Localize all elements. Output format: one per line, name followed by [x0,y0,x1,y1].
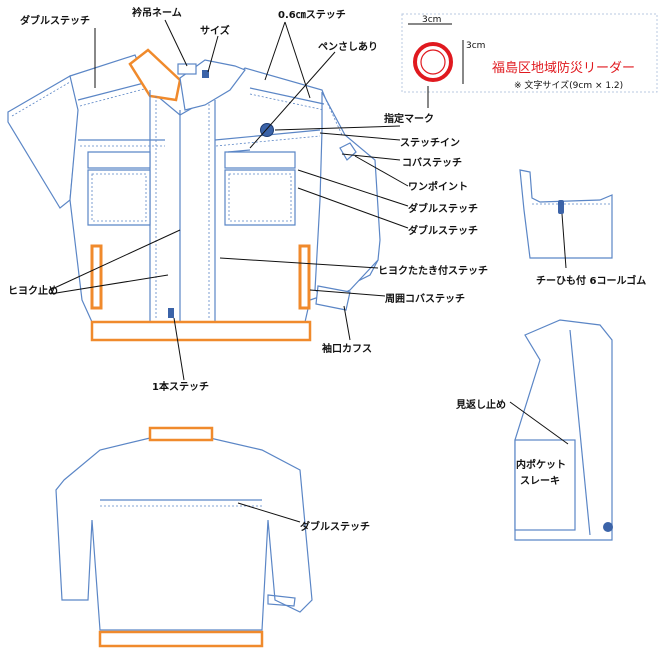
label-hanger-name: 衿吊ネーム [132,6,182,19]
left-pocket [87,169,151,226]
front-left-sleeve-stitch [11,81,71,117]
back-jacket-view [55,426,313,648]
mark-width-label: 3cm [422,15,441,25]
label-double-stitch-1: ダブルステッチ [408,202,478,215]
waist-cord [558,200,564,214]
mark-spec: 3cm 3cm 福島区地域防災リーダー ※ 文字サイズ(9cm × 1.2) [401,13,658,93]
hanger-name-tag [177,63,197,75]
label-size: サイズ [200,24,230,37]
label-inner-pocket-1: 内ポケット [516,458,566,471]
mark-spec-frame [401,13,658,93]
label-double-stitch-back: ダブルステッチ [300,520,370,533]
front-hem-band [90,320,312,342]
label-cord-rubber: チーひも付 6コールゴム [536,274,646,287]
label-mark-position: 指定マーク [384,112,434,125]
label-around-kobasu: 周囲コバステッチ [385,293,465,305]
back-collar [148,426,214,442]
right-pocket-stitch [228,173,292,222]
label-double-stitch-2: ダブルステッチ [408,224,478,237]
label-kobasu-stitch: コバステッチ [402,157,462,169]
mark-height-label: 3cm [466,41,485,51]
left-yoke-line [77,81,149,101]
leader-lines [49,19,569,523]
label-single-stitch: 1本ステッチ [152,380,209,393]
label-hiyoku-stop: ヒヨク止め [8,284,58,297]
pen-slot [227,149,251,153]
label-stitch-in: ステッチイン [400,137,460,149]
left-pocket-flap [87,151,151,169]
mark-circle [413,42,453,82]
inner-button [603,522,613,532]
back-hem-band [98,630,264,648]
front-right-sleeve [314,91,381,301]
right-yoke-line [249,87,325,105]
collar-left [128,48,182,102]
inner-facing-line [569,329,591,536]
label-inner-pocket-2: スレーキ [520,475,560,487]
right-yoke-stitch [249,93,325,111]
waist-detail-body [519,169,613,259]
right-chest-stitch [215,135,321,147]
right-pocket [224,169,296,226]
label-hiyoku-tataki: ヒヨクたたき付ステッチ [378,264,488,277]
back-cuff-tab [267,594,296,607]
mark-position-dot [260,123,274,137]
mark-note: ※ 文字サイズ(9cm × 1.2) [514,79,623,91]
label-double-stitch-top: ダブルステッチ [20,14,90,27]
label-cuff: 袖口カフス [321,342,372,355]
front-right-sleeve-stitch [325,99,343,136]
front-left-sleeve [7,75,81,209]
left-pocket-stitch [91,173,147,222]
front-button [168,308,174,318]
label-one-point: ワンポイント [408,180,468,193]
label-pen-slot: ペンさしあり [318,40,378,53]
mark-inner-ring [420,49,446,75]
right-cuff [315,285,351,311]
inner-detail-view [514,319,613,541]
front-jacket-view [7,48,381,342]
labels: ダブルステッチ 衿吊ネーム サイズ 0.6㎝ステッチ ペンさしあり 指定マーク … [8,6,646,533]
waist-detail-view [519,169,613,259]
mark-text: 福島区地域防災リーダー [492,60,635,76]
back-body [55,437,313,631]
label-stitch-06: 0.6㎝ステッチ [278,9,346,21]
inner-pocket [514,439,576,531]
right-pocket-flap [224,151,296,169]
one-point-tab [339,142,357,161]
hiyoku-left [90,244,103,310]
hiyoku-right [298,244,311,310]
size-tag [202,70,209,78]
label-facing-stop: 見返し止め [455,398,506,411]
